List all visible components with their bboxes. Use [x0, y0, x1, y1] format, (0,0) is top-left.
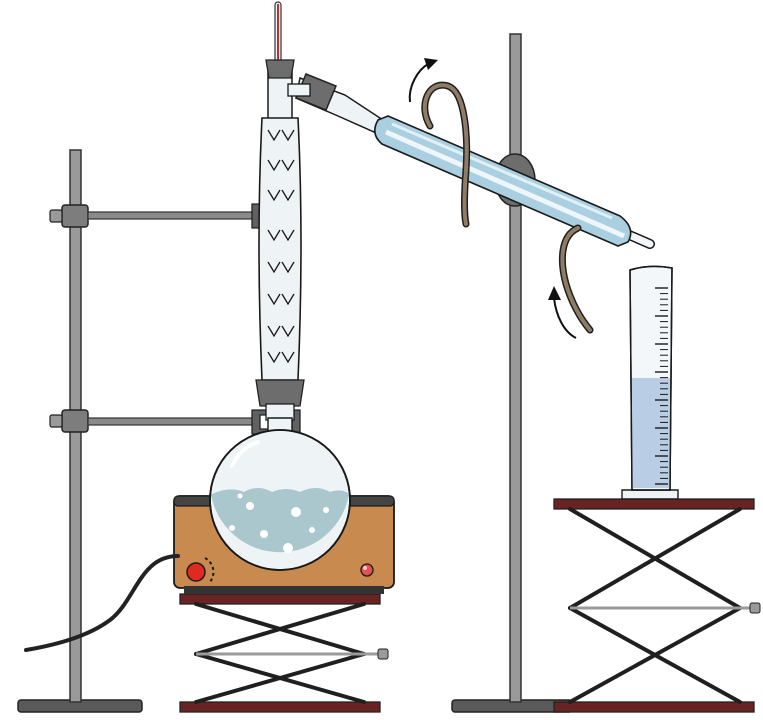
power-cable — [24, 554, 180, 652]
condenser-jacket-highlight — [391, 122, 613, 220]
indicator-light-glint — [363, 566, 367, 570]
lower-clamp-holder — [61, 409, 89, 433]
flask-liquid — [211, 488, 349, 553]
left-jack-knob — [377, 648, 389, 660]
thermometer-mercury — [277, 4, 279, 88]
hotplate-feet — [184, 586, 384, 594]
upper-clamp-holder — [61, 204, 89, 228]
left-jack-scissor-arms — [194, 602, 366, 704]
vigreux-indentations — [267, 129, 295, 364]
flow-out-arrow — [408, 58, 438, 103]
upper-clamp-arm — [87, 211, 259, 220]
right-lab-jack — [553, 498, 761, 713]
right-jack-top-plate — [553, 498, 755, 510]
graduated-cylinder — [621, 265, 679, 500]
upper-clamp-screw — [49, 209, 63, 223]
hose-outlet-fill — [560, 226, 592, 332]
left-jack-top-plate — [179, 593, 381, 605]
arrow-head-icon — [548, 286, 561, 300]
fractionating-column — [255, 59, 311, 465]
round-bottom-flask — [209, 417, 351, 571]
column-body — [258, 117, 302, 381]
lower-clamp-arm — [87, 417, 259, 426]
right-retort-stand — [451, 33, 573, 713]
cylinder-base — [621, 489, 679, 500]
column-side-arm — [287, 83, 311, 97]
right-jack-knob — [749, 602, 761, 614]
right-jack-scissor-arms — [568, 507, 742, 704]
column-joint — [265, 403, 295, 421]
column-top-stopper — [265, 59, 295, 79]
cylinder-graduations — [655, 287, 668, 485]
left-jack-bottom-plate — [179, 701, 381, 713]
arrow-curved-icon — [408, 63, 429, 103]
indicator-light-icon — [360, 563, 374, 577]
cylinder-outline — [629, 265, 673, 491]
left-retort-stand — [17, 149, 301, 713]
boiling-bubbles — [229, 493, 329, 553]
condenser-core — [384, 129, 626, 239]
flask-bulb-outline — [209, 429, 351, 571]
lower-clamp-screw — [49, 414, 63, 428]
right-jack-bottom-plate — [553, 701, 755, 713]
liebig-condenser — [285, 58, 655, 339]
arrow-head-icon — [424, 58, 438, 70]
flask-highlight — [230, 440, 260, 468]
lower-clamp — [49, 409, 301, 435]
column-bottom-stopper — [255, 379, 305, 407]
heat-knob[interactable] — [186, 557, 215, 583]
hose-inlet-fill — [422, 83, 469, 226]
knob-dial-marks — [204, 557, 215, 583]
flow-in-arrow — [548, 286, 577, 339]
knob-icon[interactable] — [186, 562, 206, 582]
right-stand-rod — [509, 33, 522, 703]
arrow-curved-icon — [553, 297, 577, 339]
left-lab-jack — [179, 593, 389, 713]
